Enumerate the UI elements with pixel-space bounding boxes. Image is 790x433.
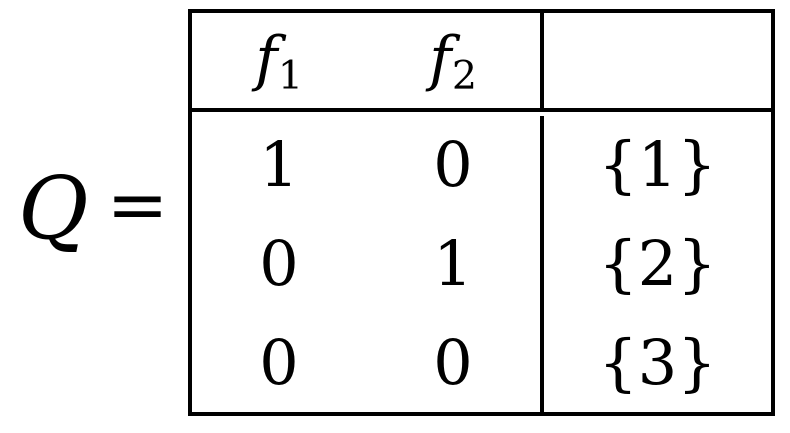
header-label-f2-base: f (429, 23, 452, 94)
cell-f2-row2: 1 (433, 227, 473, 300)
body-column-sets: {1} {2} {3} (544, 116, 771, 412)
cell-f2-row3: 0 (433, 325, 473, 399)
cell-f1-row3: 0 (259, 325, 299, 399)
cell-f1-row1: 1 (259, 128, 299, 202)
table-row: 0 (192, 215, 366, 314)
header-cell-set-column (544, 13, 771, 108)
header-feature-columns: f1 f2 (192, 13, 540, 108)
body-column-f2: 0 1 0 (366, 116, 540, 412)
body-feature-columns: 1 0 0 0 1 (192, 116, 540, 412)
table-row: 1 (366, 215, 540, 314)
table-row: 0 (192, 313, 366, 412)
formal-context-table: f1 f2 (188, 9, 775, 416)
cell-set-row2: {2} (598, 227, 717, 300)
table-header-row: f1 f2 (192, 13, 771, 112)
cell-f2-row1: 0 (433, 128, 473, 202)
header-label-f1: f1 (255, 29, 303, 96)
header-label-f1-subscript: 1 (277, 52, 304, 99)
table-body: 1 0 0 0 1 (192, 116, 771, 412)
header-column-divider (540, 13, 544, 108)
equals-sign: = (106, 162, 169, 248)
table-row: 0 (366, 116, 540, 215)
table-row: {3} (544, 313, 771, 412)
body-column-f1: 1 0 0 (192, 116, 366, 412)
equation-left-hand-side: Q = (8, 159, 183, 259)
table-row: 0 (366, 313, 540, 412)
cell-set-row1: {1} (598, 128, 717, 202)
table-row: {1} (544, 116, 771, 215)
header-cell-f1: f1 (192, 13, 366, 108)
header-cell-f2: f2 (366, 13, 540, 108)
header-label-f1-base: f (255, 23, 278, 94)
table-row: 1 (192, 116, 366, 215)
cell-set-row3: {3} (598, 325, 717, 399)
table-row: {2} (544, 215, 771, 314)
matrix-variable-label: Q (18, 159, 89, 259)
header-label-f2: f2 (429, 29, 477, 96)
header-label-f2-subscript: 2 (451, 52, 478, 99)
cell-f1-row2: 0 (259, 227, 299, 300)
body-column-divider (540, 116, 544, 412)
